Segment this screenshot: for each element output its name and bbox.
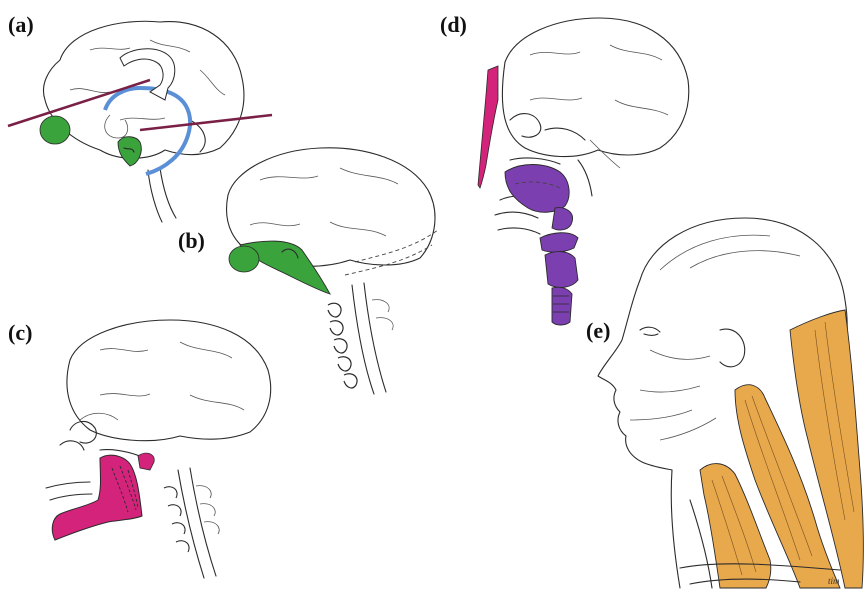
- panel-label-b: (b): [178, 230, 205, 252]
- panel-e-face-profile: [598, 280, 672, 470]
- panel-b-vertebrae: [328, 303, 357, 388]
- panel-b-drawing: [227, 148, 438, 394]
- panel-d-purple-larynx: [540, 233, 578, 252]
- panel-label-a: (a): [8, 14, 34, 36]
- panel-d-magenta-strip: [478, 66, 498, 188]
- panel-d-purple-upper: [505, 165, 569, 213]
- panel-b-spine: [352, 285, 374, 394]
- panel-c-mandible: [52, 455, 142, 540]
- panel-d-purple-trachea-top: [545, 252, 578, 288]
- panel-label-d: (d): [440, 14, 467, 36]
- panel-c-vertebrae: [164, 487, 189, 552]
- panel-c-drawing: [46, 320, 271, 578]
- panel-a-green-bulb: [40, 116, 70, 144]
- panel-c-condyle: [138, 453, 154, 470]
- panel-a-drawing: [8, 21, 272, 222]
- panel-a-plane-left: [8, 80, 150, 126]
- panel-a-green-structure: [118, 137, 141, 166]
- panel-e-drawing: [598, 218, 863, 588]
- panel-c-brain-outline: [67, 320, 271, 441]
- panel-d-purple-mid: [552, 208, 573, 230]
- panel-a-blue-arc: [105, 88, 190, 174]
- panel-d-drawing: [478, 18, 689, 325]
- panel-a-arrow: [120, 49, 175, 100]
- panel-label-c: (c): [8, 322, 32, 344]
- panel-a-brainstem: [148, 170, 162, 222]
- panel-d-purple-trachea: [552, 287, 572, 325]
- panel-label-e: (e): [586, 320, 610, 342]
- artist-signature: tim: [828, 576, 840, 586]
- panel-a-plane-right: [140, 115, 272, 130]
- panel-b-green-bulb: [229, 246, 259, 272]
- panel-d-brain-outline: [502, 18, 688, 157]
